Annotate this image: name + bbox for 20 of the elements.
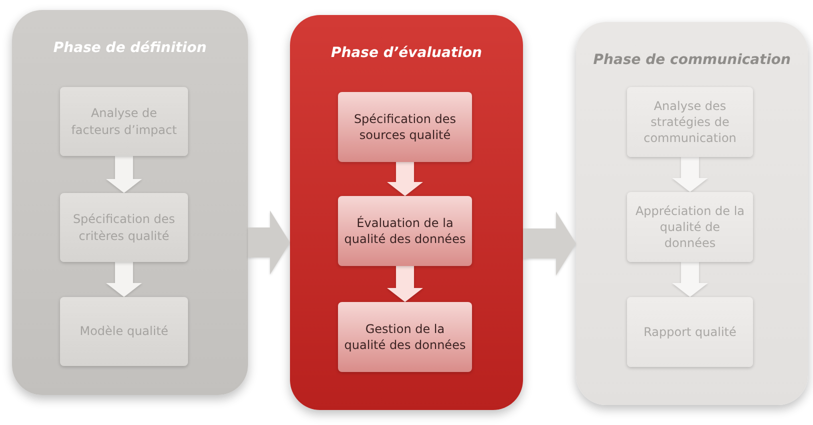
block-arrow: [387, 162, 423, 196]
block-arrow: [672, 157, 708, 192]
phase-title: Phase de communication: [592, 52, 792, 68]
phase-panel: [576, 22, 808, 405]
block-arrow: [672, 262, 708, 297]
block-arrow: [248, 210, 290, 274]
block-arrow: [387, 266, 423, 302]
phase-title: Phase d’évaluation: [330, 45, 484, 61]
process-box: Évaluation de la qualité des données: [338, 196, 472, 266]
process-box: Spécification des sources qualité: [338, 92, 472, 162]
block-arrow: [106, 156, 142, 193]
process-box: Gestion de la qualité des données: [338, 302, 472, 372]
process-box: Modèle qualité: [60, 297, 188, 366]
process-box: Analyse des stratégies de communication: [627, 87, 753, 157]
block-arrow: [523, 212, 576, 276]
block-arrow: [106, 262, 142, 297]
process-box: Rapport qualité: [627, 297, 753, 367]
phase-panel: [12, 10, 248, 395]
phase-panel: [290, 15, 523, 410]
process-box: Appréciation de la qualité de données: [627, 192, 753, 262]
